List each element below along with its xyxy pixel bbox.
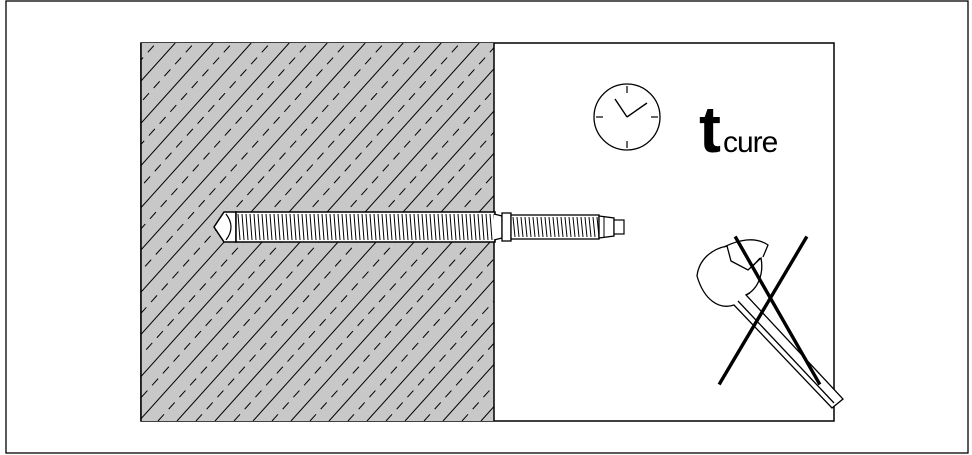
cross-icon — [717, 235, 822, 386]
outer-frame — [5, 0, 969, 454]
cure-subscript: cure — [722, 126, 778, 159]
clock-icon — [593, 83, 661, 151]
concrete-block — [140, 43, 495, 421]
time-symbol: t — [699, 92, 721, 166]
threaded-rod-icon — [213, 211, 625, 243]
